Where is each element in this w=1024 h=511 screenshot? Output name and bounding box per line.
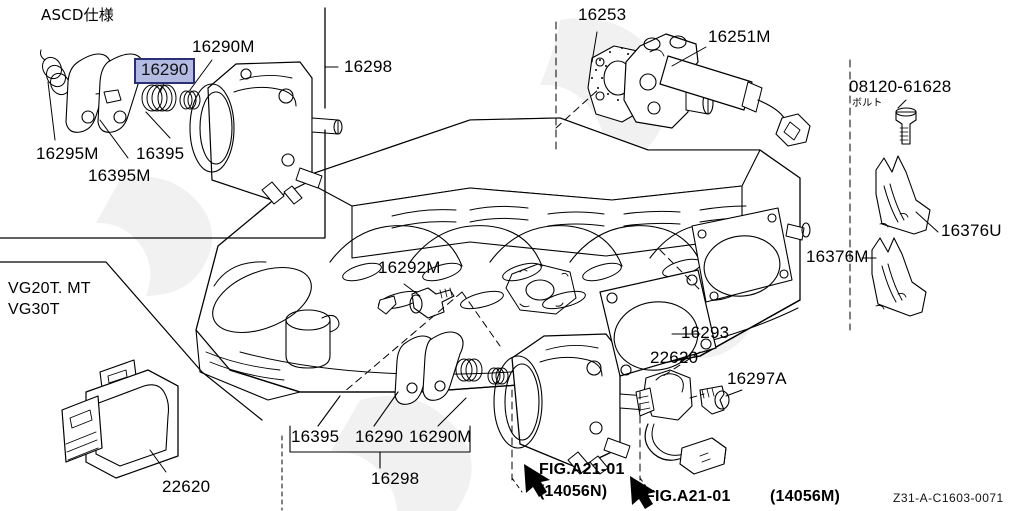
callout-22620-lower: 22620 bbox=[650, 348, 699, 367]
variant-note-line1: VG20T. MT bbox=[8, 280, 91, 297]
fig-ref-2-sub: (14056M) bbox=[770, 488, 841, 505]
callout-16290-highlighted[interactable]: 16290 bbox=[134, 58, 196, 84]
bolt-note-jp: ボルト bbox=[852, 98, 883, 109]
callout-16290-lower: 16290 bbox=[355, 427, 404, 446]
callout-16298-lower: 16298 bbox=[371, 469, 420, 488]
callout-16290m-lower: 16290M bbox=[409, 427, 472, 446]
callout-16376m: 16376M bbox=[806, 247, 869, 266]
callout-16290m: 16290M bbox=[192, 37, 255, 56]
callout-16292m: 16292M bbox=[378, 258, 441, 277]
callout-16251m: 16251M bbox=[708, 27, 771, 46]
fig-ref-1-sub: (14056N) bbox=[539, 483, 608, 500]
callout-16298-upper: 16298 bbox=[344, 57, 393, 76]
drawing-code: Z31-A-C1603-0071 bbox=[893, 491, 1004, 505]
callout-16376u: 16376U bbox=[941, 221, 1002, 240]
callout-16297a: 16297A bbox=[727, 369, 787, 388]
callout-16295m: 16295M bbox=[36, 144, 99, 163]
callout-16395: 16395 bbox=[136, 144, 185, 163]
ascd-spec-note: ASCD仕様 bbox=[41, 6, 115, 24]
fig-ref-2-label[interactable]: FIG.A21-01 bbox=[645, 488, 731, 505]
variant-note-line2: VG30T bbox=[8, 301, 60, 318]
callout-16395-lower: 16395 bbox=[291, 427, 340, 446]
callout-bolt-number: 08120-61628 bbox=[849, 77, 952, 96]
callout-16293: 16293 bbox=[681, 323, 730, 342]
callout-16395m: 16395M bbox=[88, 166, 151, 185]
callout-22620-inset: 22620 bbox=[162, 477, 211, 496]
fig-ref-1-label[interactable]: FIG.A21-01 bbox=[539, 461, 625, 478]
callout-16253: 16253 bbox=[578, 5, 627, 24]
